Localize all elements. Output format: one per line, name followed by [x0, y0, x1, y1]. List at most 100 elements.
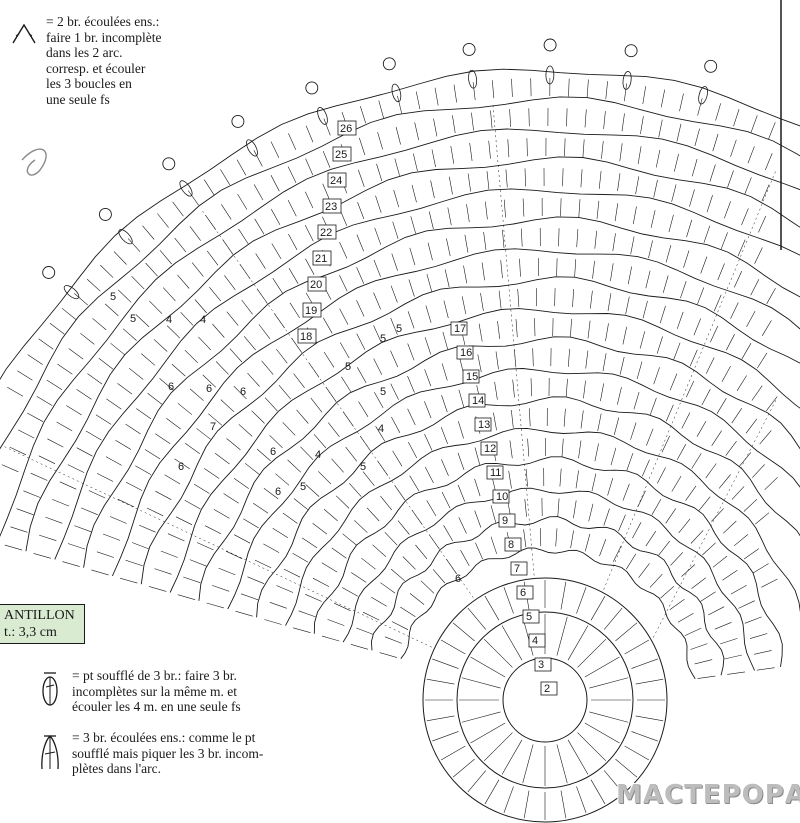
- row-number-label: 14: [468, 393, 486, 408]
- stitch-mark: [630, 236, 635, 255]
- stitch-mark: [312, 522, 328, 535]
- stitch-mark: [764, 477, 778, 491]
- section-count-label: 4: [200, 314, 206, 326]
- stitch-mark: [339, 342, 350, 359]
- row-number-label: 2: [540, 681, 558, 696]
- stitch-mark: [706, 195, 713, 213]
- stitch-mark: [565, 378, 568, 397]
- stitch-mark: [733, 109, 740, 127]
- stitch-mark: [463, 265, 468, 284]
- stitch-mark: [375, 195, 382, 213]
- chart-row-numbers: 2345678910111213141516171819202122232425…: [297, 120, 558, 696]
- section-count-label: 6: [168, 381, 174, 393]
- stitch-mark: [715, 103, 721, 121]
- stitch-mark: [519, 258, 521, 277]
- stitch-mark: [556, 616, 568, 656]
- picot-loop: [382, 57, 396, 71]
- stitch-mark: [120, 577, 138, 584]
- stitch-mark: [52, 499, 70, 507]
- stitch-mark: [761, 320, 772, 336]
- stitch-mark: [534, 318, 536, 337]
- section-count-label: 5: [110, 291, 116, 303]
- stitch-mark: [483, 732, 513, 762]
- stitch-mark: [671, 184, 677, 202]
- stitch-mark: [603, 770, 623, 793]
- stitch-mark: [287, 199, 297, 217]
- stitch-mark: [570, 530, 574, 549]
- stitch-mark: [135, 314, 150, 328]
- stitch-mark: [574, 259, 577, 278]
- stitch-mark: [74, 525, 92, 533]
- stitch-mark: [594, 230, 597, 249]
- stitch-mark: [243, 336, 256, 351]
- stitch-mark: [196, 428, 211, 440]
- stitch-mark: [420, 580, 435, 594]
- section-count-label: 4: [378, 423, 384, 435]
- stitch-mark: [350, 644, 369, 650]
- three-dc-cluster-icon: [41, 735, 59, 770]
- stitch-mark: [384, 636, 402, 644]
- stitch-mark: [440, 639, 466, 655]
- stitch-mark: [622, 326, 627, 345]
- stitch-mark: [184, 500, 201, 510]
- stitch-mark: [637, 490, 646, 508]
- section-count-label: 6: [206, 383, 212, 395]
- svg-text:18: 18: [300, 331, 312, 343]
- stitch-mark: [196, 542, 214, 551]
- stitch-mark: [705, 463, 717, 479]
- stitch-mark: [184, 349, 199, 364]
- stitch-mark: [627, 266, 632, 285]
- stitch-mark: [187, 190, 199, 206]
- stitch-mark: [447, 207, 452, 226]
- stitch-mark: [517, 288, 520, 307]
- stitch-mark: [508, 470, 512, 489]
- stitch-mark: [554, 288, 556, 307]
- stitch-mark: [457, 484, 466, 502]
- stitch-mark: [566, 108, 568, 127]
- stitch-mark: [461, 711, 501, 723]
- stitch-mark: [622, 483, 630, 501]
- stitch-mark: [730, 584, 747, 595]
- row-number-label: 17: [450, 321, 468, 336]
- stitch-mark: [356, 234, 364, 252]
- stitch-mark: [747, 146, 755, 164]
- stitch-mark: [322, 150, 331, 168]
- stitch-mark: [128, 367, 144, 380]
- stitch-mark: [153, 339, 168, 352]
- cluster-mark: [545, 65, 555, 85]
- stitch-mark: [718, 474, 731, 489]
- stitch-mark: [446, 238, 451, 257]
- stitch-mark: [224, 275, 236, 290]
- stitch-mark: [45, 516, 63, 524]
- stitch-mark: [345, 446, 358, 462]
- stitch-mark: [331, 458, 344, 473]
- stitch-mark: [325, 386, 337, 402]
- stitch-mark: [138, 524, 156, 533]
- stitch-mark: [560, 790, 567, 819]
- stitch-mark: [272, 527, 289, 539]
- center-ring: [456, 611, 634, 789]
- stitch-mark: [511, 78, 513, 97]
- stitch-mark: [635, 678, 664, 685]
- stitch-mark: [131, 275, 145, 290]
- row-number-label: 16: [456, 345, 474, 360]
- chart-round-arc: [370, 516, 725, 676]
- svg-text:5: 5: [526, 611, 532, 623]
- stitch-mark: [452, 115, 456, 134]
- stitch-mark: [339, 241, 348, 259]
- stitch-mark: [637, 146, 642, 165]
- section-count-label: 4: [166, 314, 172, 326]
- stitch-mark: [691, 158, 698, 177]
- row-number-label: 5: [522, 609, 540, 624]
- stitch-mark: [443, 300, 449, 319]
- chart-round-arc: [313, 456, 783, 667]
- stitch-mark: [670, 552, 684, 566]
- stitch-mark: [587, 320, 591, 339]
- stitch-mark: [7, 387, 24, 397]
- stitch-mark: [503, 199, 506, 218]
- stitch-mark: [570, 318, 572, 337]
- stitch-mark: [235, 610, 253, 617]
- stitch-mark: [339, 308, 349, 325]
- stitch-mark: [269, 435, 283, 449]
- gauge-sample-box: ANTILLON t.: 3,3 cm: [0, 604, 85, 644]
